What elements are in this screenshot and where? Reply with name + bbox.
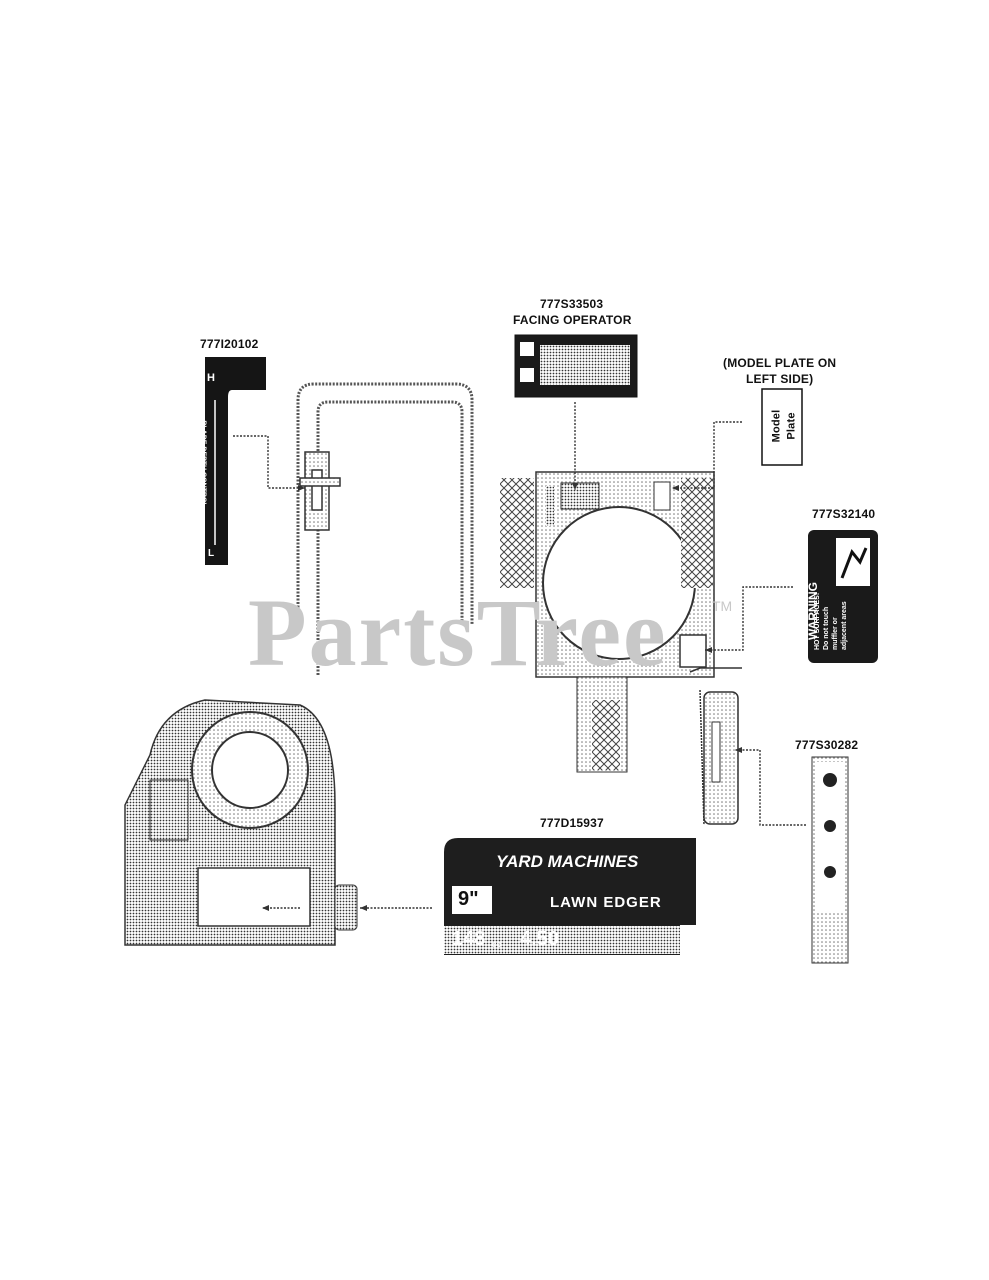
warning-line4: adjacent areas xyxy=(841,601,848,650)
callout-facing-operator: FACING OPERATOR xyxy=(513,313,632,327)
brand-torque: 4.50 xyxy=(520,928,559,950)
model-plate-note-line2: LEFT SIDE) xyxy=(746,372,814,386)
model-plate-note-line1: (MODEL PLATE ON xyxy=(723,356,837,370)
trademark-symbol: TM xyxy=(712,598,733,614)
brand-displacement: 148 xyxy=(452,928,486,950)
blade-depth-decal xyxy=(205,357,266,565)
brand-blade-size: 9" xyxy=(458,888,479,910)
depth-adjust-bracket xyxy=(299,451,341,531)
model-plate-line1: Model xyxy=(770,409,783,443)
callout-777d15937: 777D15937 xyxy=(540,816,604,830)
model-plate-line2: Plate xyxy=(785,412,798,440)
operator-decal xyxy=(514,334,638,398)
callout-777i20102: 777I20102 xyxy=(200,337,259,351)
warning-body: HOT SURFACES! Do not touch muffler or ad… xyxy=(813,530,853,650)
callout-777s32140: 777S32140 xyxy=(812,507,876,521)
blade-depth-text: BLADE DEPTH CONTROL xyxy=(199,420,207,507)
blade-depth-high: H xyxy=(207,372,215,384)
controls-decal xyxy=(811,756,849,964)
model-plate xyxy=(761,388,803,466)
callout-777s33503: 777S33503 xyxy=(540,297,604,311)
model-plate-label: Model Plate xyxy=(764,398,804,458)
blade-depth-low: L xyxy=(208,548,215,559)
parts-tree-watermark: PartsTree xyxy=(248,579,668,686)
warning-line3: muffler or xyxy=(832,617,839,650)
warning-decal xyxy=(808,530,878,663)
callout-777s30282: 777S30282 xyxy=(795,738,859,752)
edger-deck xyxy=(500,471,742,826)
engine-assembly xyxy=(124,699,358,946)
brand-displacement-unit: cc xyxy=(492,940,501,949)
brand-product: LAWN EDGER xyxy=(550,894,662,911)
arrowheads xyxy=(262,483,742,911)
brand-name: YARD MACHINES xyxy=(496,852,639,871)
handle-assembly xyxy=(296,382,474,675)
brand-decal xyxy=(444,838,696,955)
warning-line2: Do not touch xyxy=(823,606,830,650)
warning-line1: HOT SURFACES! xyxy=(814,592,821,650)
